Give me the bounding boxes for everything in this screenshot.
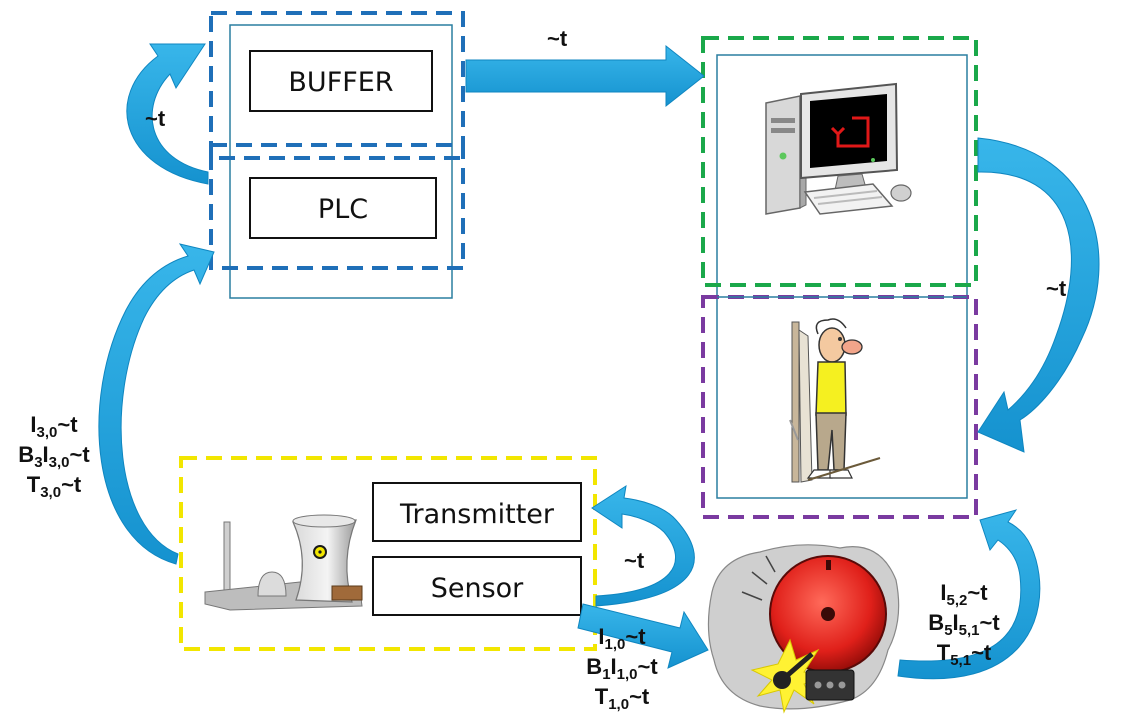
arrow-alarm-to-operator [897, 509, 1041, 680]
label-transmitter-loop: ~t [624, 548, 645, 573]
label-right-arrow: ~t [1046, 276, 1067, 301]
label-top-arrow: ~t [547, 26, 568, 51]
plc-group-dashed [209, 143, 465, 270]
formula-left-line-1: I3,0~t [30, 412, 78, 441]
transmitter-label: Transmitter [399, 499, 555, 530]
formula-right-line-3: T5,1~t [937, 640, 992, 669]
computer-icon [765, 82, 912, 215]
buffer-label: BUFFER [288, 67, 393, 98]
operator-icon [789, 318, 881, 483]
nuclear-plant-icon [204, 514, 363, 611]
arrow-computer-to-operator [977, 137, 1100, 453]
plc-frame [229, 24, 453, 299]
plc-box: PLC [249, 177, 437, 239]
formula-bottom-line-2: B1I1,0~t [586, 654, 658, 683]
label-buffer-loop: ~t [145, 106, 166, 131]
plant-group-dashed [179, 456, 597, 651]
arrow-buffer-to-computer [465, 44, 705, 108]
sensor-label: Sensor [431, 573, 524, 604]
arrow-plant-to-plc [98, 243, 215, 565]
buffer-box: BUFFER [249, 50, 433, 112]
computer-group-dashed [701, 36, 978, 287]
formula-right: I5,2~t B5I5,1~t T5,1~t [928, 580, 1000, 669]
arrow-buffer-loop [126, 43, 209, 185]
computer-frame [716, 54, 968, 499]
plc-label: PLC [318, 194, 368, 225]
alarm-bell-icon [707, 544, 900, 714]
formula-bottom-line-1: I1,0~t [598, 624, 646, 653]
formula-right-line-2: B5I5,1~t [928, 610, 1000, 639]
formula-bottom: I1,0~t B1I1,0~t T1,0~t [586, 624, 658, 713]
formula-right-line-1: I5,2~t [940, 580, 988, 609]
arrow-sensor-to-alarm [577, 603, 709, 669]
sensor-box: Sensor [372, 556, 582, 616]
buffer-group-dashed [209, 11, 465, 160]
formula-left: I3,0~t B3I3,0~t T3,0~t [18, 412, 90, 501]
transmitter-box: Transmitter [372, 482, 582, 542]
formula-bottom-line-3: T1,0~t [595, 684, 650, 713]
formula-left-line-2: B3I3,0~t [18, 442, 90, 471]
arrow-transmitter-loop [591, 484, 695, 607]
formula-left-line-3: T3,0~t [27, 472, 82, 501]
